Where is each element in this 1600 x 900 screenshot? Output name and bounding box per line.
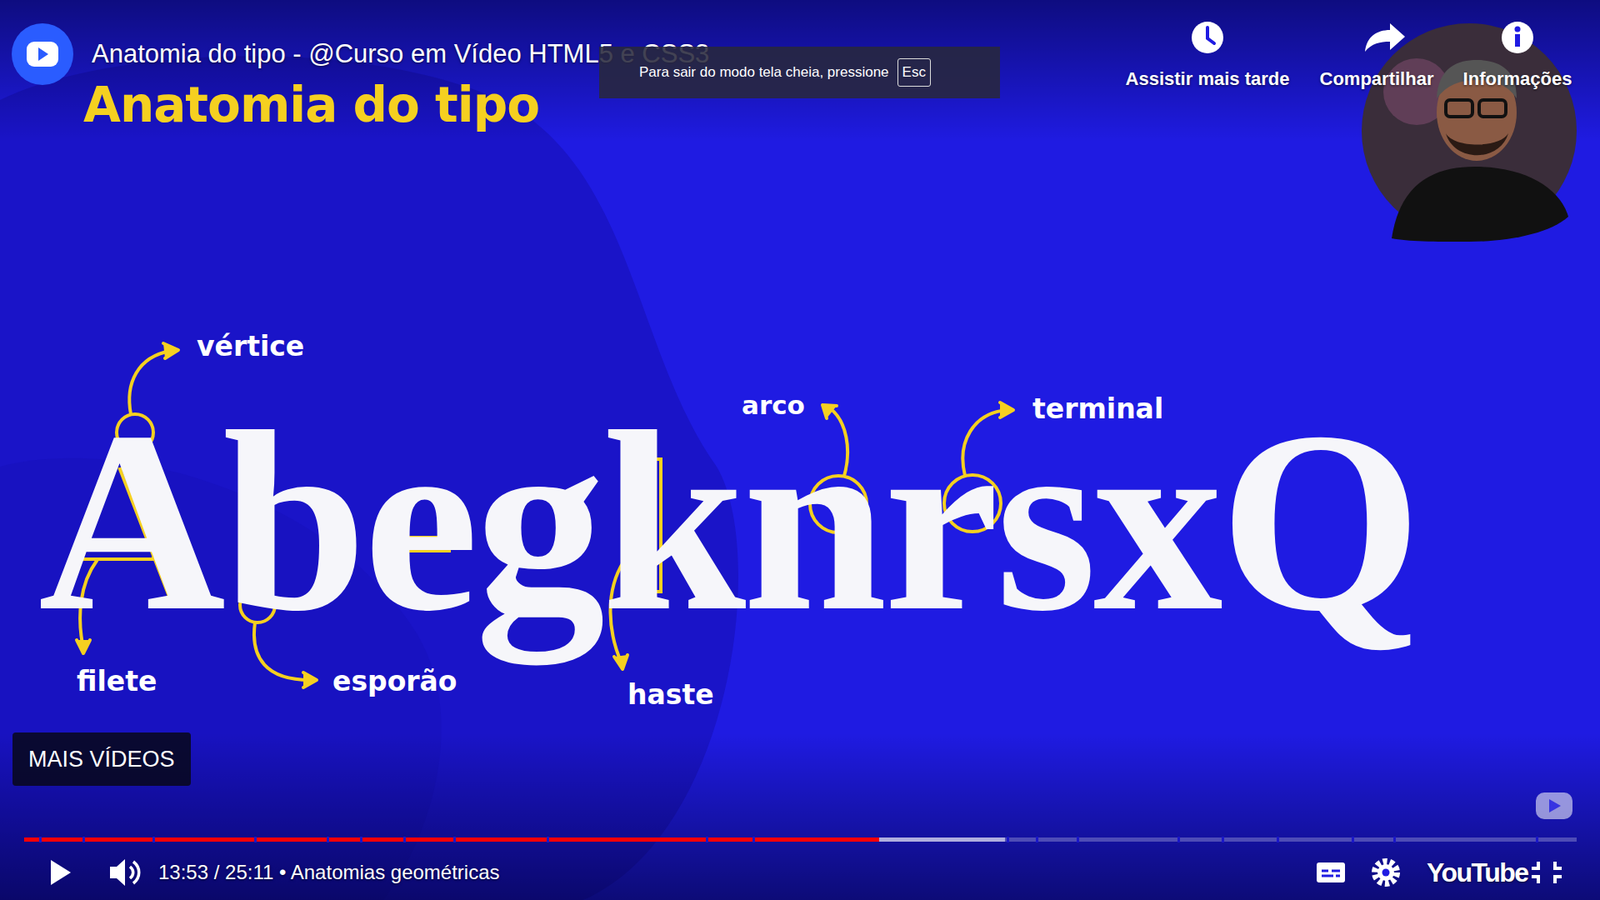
webcam-person [1391,166,1569,242]
watermark-logo [1549,799,1561,813]
share-label: Compartilhar [1320,68,1435,90]
top-shade [0,0,1600,142]
captions-icon [1316,862,1345,883]
time-chapter: 13:53 / 25:11 • Anatomias geométricas [158,860,500,885]
node-text: Esc [902,64,926,81]
info-icon [1501,21,1534,54]
channel-logo [38,47,49,61]
chapter-gaps [39,836,1539,843]
part-name: vértice [196,330,305,363]
webcam-glasses [1479,100,1506,117]
share-icon [1365,23,1405,52]
watermark-logo [1535,792,1573,820]
info-icon [1515,26,1521,33]
volume-icon [130,861,140,884]
captions-icon [1321,870,1340,876]
fullscreen-tooltip: Para sair do modo tela cheia, pressione E… [599,46,1000,99]
info-label: Informações [1463,68,1573,90]
volume-icon [110,859,125,886]
progress-buffer [879,837,1005,842]
part-name: filete [76,665,157,698]
clock-icon [1207,27,1215,44]
webcam-beard [1445,133,1509,155]
info-icon [1515,34,1520,47]
settings-icon [1377,864,1395,881]
more-videos-button: MAIS VÍDEOS [12,732,191,786]
node-text: Para sair do modo tela cheia, pressione [639,64,890,81]
play-icon [50,860,71,885]
keyboard-key: Esc [897,58,931,87]
channel-logo [11,23,74,85]
settings-icon [1375,861,1397,884]
channel-logo [26,41,59,67]
part-name: esporão [332,665,458,698]
specimen-letters: AbegknrsxQ [38,392,1419,651]
youtube-wordmark: YouTube [1426,857,1529,889]
node-text: MAIS VÍDEOS [28,746,175,773]
watch-later-label: Assistir mais tarde [1125,68,1290,90]
webcam-glasses [1445,100,1473,117]
part-name: haste [627,678,715,711]
clock-icon [1191,21,1224,54]
exit-fullscreen-icon [1531,861,1562,884]
progress-track [24,837,1577,842]
slide-heading: Anatomia do tipo [83,76,540,134]
bottom-shade [0,733,1600,900]
progress-played [24,837,880,842]
settings-icon [1382,869,1390,877]
